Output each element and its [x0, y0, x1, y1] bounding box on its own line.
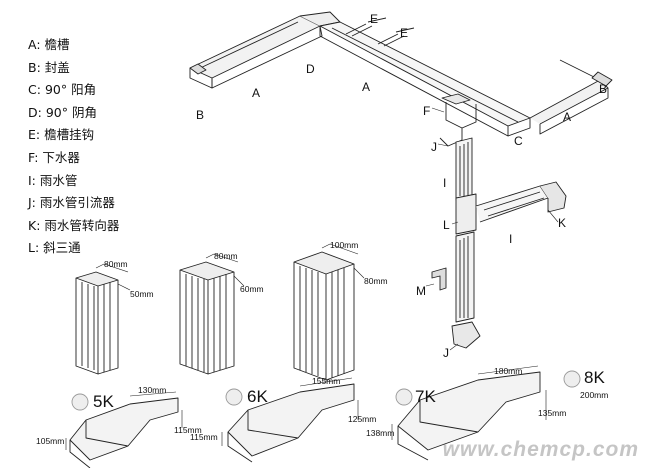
downpipe-2-depth: 60mm: [240, 284, 264, 294]
downpipe-3-width: 100mm: [330, 240, 359, 250]
watermark: www.chemcp.com: [442, 438, 639, 461]
callout-e-upper: E: [370, 12, 379, 26]
callout-a-middle: A: [362, 80, 371, 94]
downpipe-assembly-drawing: [425, 93, 567, 351]
legend-item-d: D: 90° 阴角: [28, 104, 97, 120]
downpipe-3-depth: 80mm: [364, 276, 388, 286]
gutter-5k-left: 105mm: [36, 436, 65, 446]
callout-i-upper: I: [443, 176, 447, 190]
downpipe-profiles-drawing: [75, 243, 365, 381]
callout-a-left: A: [252, 86, 261, 100]
legend-item-i: I: 雨水管: [28, 172, 78, 188]
callout-k: K: [558, 216, 567, 230]
gutter-run-drawing: [189, 11, 613, 137]
callout-b-right: B: [599, 82, 608, 96]
legend-item-e: E: 檐槽挂钩: [28, 127, 95, 143]
legend-item-c: C: 90° 阳角: [28, 82, 97, 98]
legend: A: 檐槽 B: 封盖 C: 90° 阳角 D: 90° 阴角 E: 檐槽挂钩 …: [28, 34, 119, 260]
callout-i-branch: I: [509, 232, 513, 246]
callout-f: F: [423, 104, 431, 118]
callout-c: C: [514, 134, 523, 148]
callout-j-upper: J: [431, 140, 437, 154]
callout-a-right: A: [563, 110, 572, 124]
callout-m: M: [416, 284, 426, 298]
gutter-6k-top: 155mm: [312, 376, 341, 386]
callout-d: D: [306, 62, 315, 76]
legend-item-b: B: 封盖: [28, 59, 70, 75]
legend-item-a: A: 檐槽: [28, 37, 70, 52]
badge-circles: [71, 370, 581, 411]
downpipe-1-width: 80mm: [104, 259, 128, 269]
callout-l: L: [443, 218, 450, 232]
legend-item-l: L: 斜三通: [28, 240, 81, 256]
legend-item-f: F: 下水器: [28, 149, 80, 165]
gutter-8k-badge: 8K: [584, 368, 605, 387]
legend-item-j: J: 雨水管引流器: [28, 195, 115, 211]
gutter-5k-badge: 5K: [93, 392, 114, 411]
gutter-5k-right: 115mm: [174, 425, 202, 435]
downpipe-1-depth: 50mm: [130, 289, 154, 299]
gutter-8k-size: 200mm: [580, 390, 609, 400]
gutter-profiles-drawing: [65, 365, 547, 468]
callout-e-lower: E: [400, 26, 409, 40]
gutter-7k-right: 135mm: [538, 408, 567, 418]
gutter-6k-badge: 6K: [247, 387, 268, 406]
gutter-6k-right: 125mm: [348, 414, 377, 424]
gutter-7k-left: 138mm: [366, 428, 395, 438]
legend-item-k: K: 雨水管转向器: [28, 217, 120, 233]
gutter-7k-top: 180mm: [494, 366, 523, 376]
callout-b-left: B: [196, 108, 205, 122]
gutter-5k-top: 130mm: [138, 385, 167, 395]
gutter-6k-left: 115mm: [190, 432, 218, 442]
gutter-7k-badge: 7K: [415, 387, 436, 406]
callout-j-lower: J: [443, 346, 449, 360]
downpipe-2-width: 80mm: [214, 251, 238, 261]
